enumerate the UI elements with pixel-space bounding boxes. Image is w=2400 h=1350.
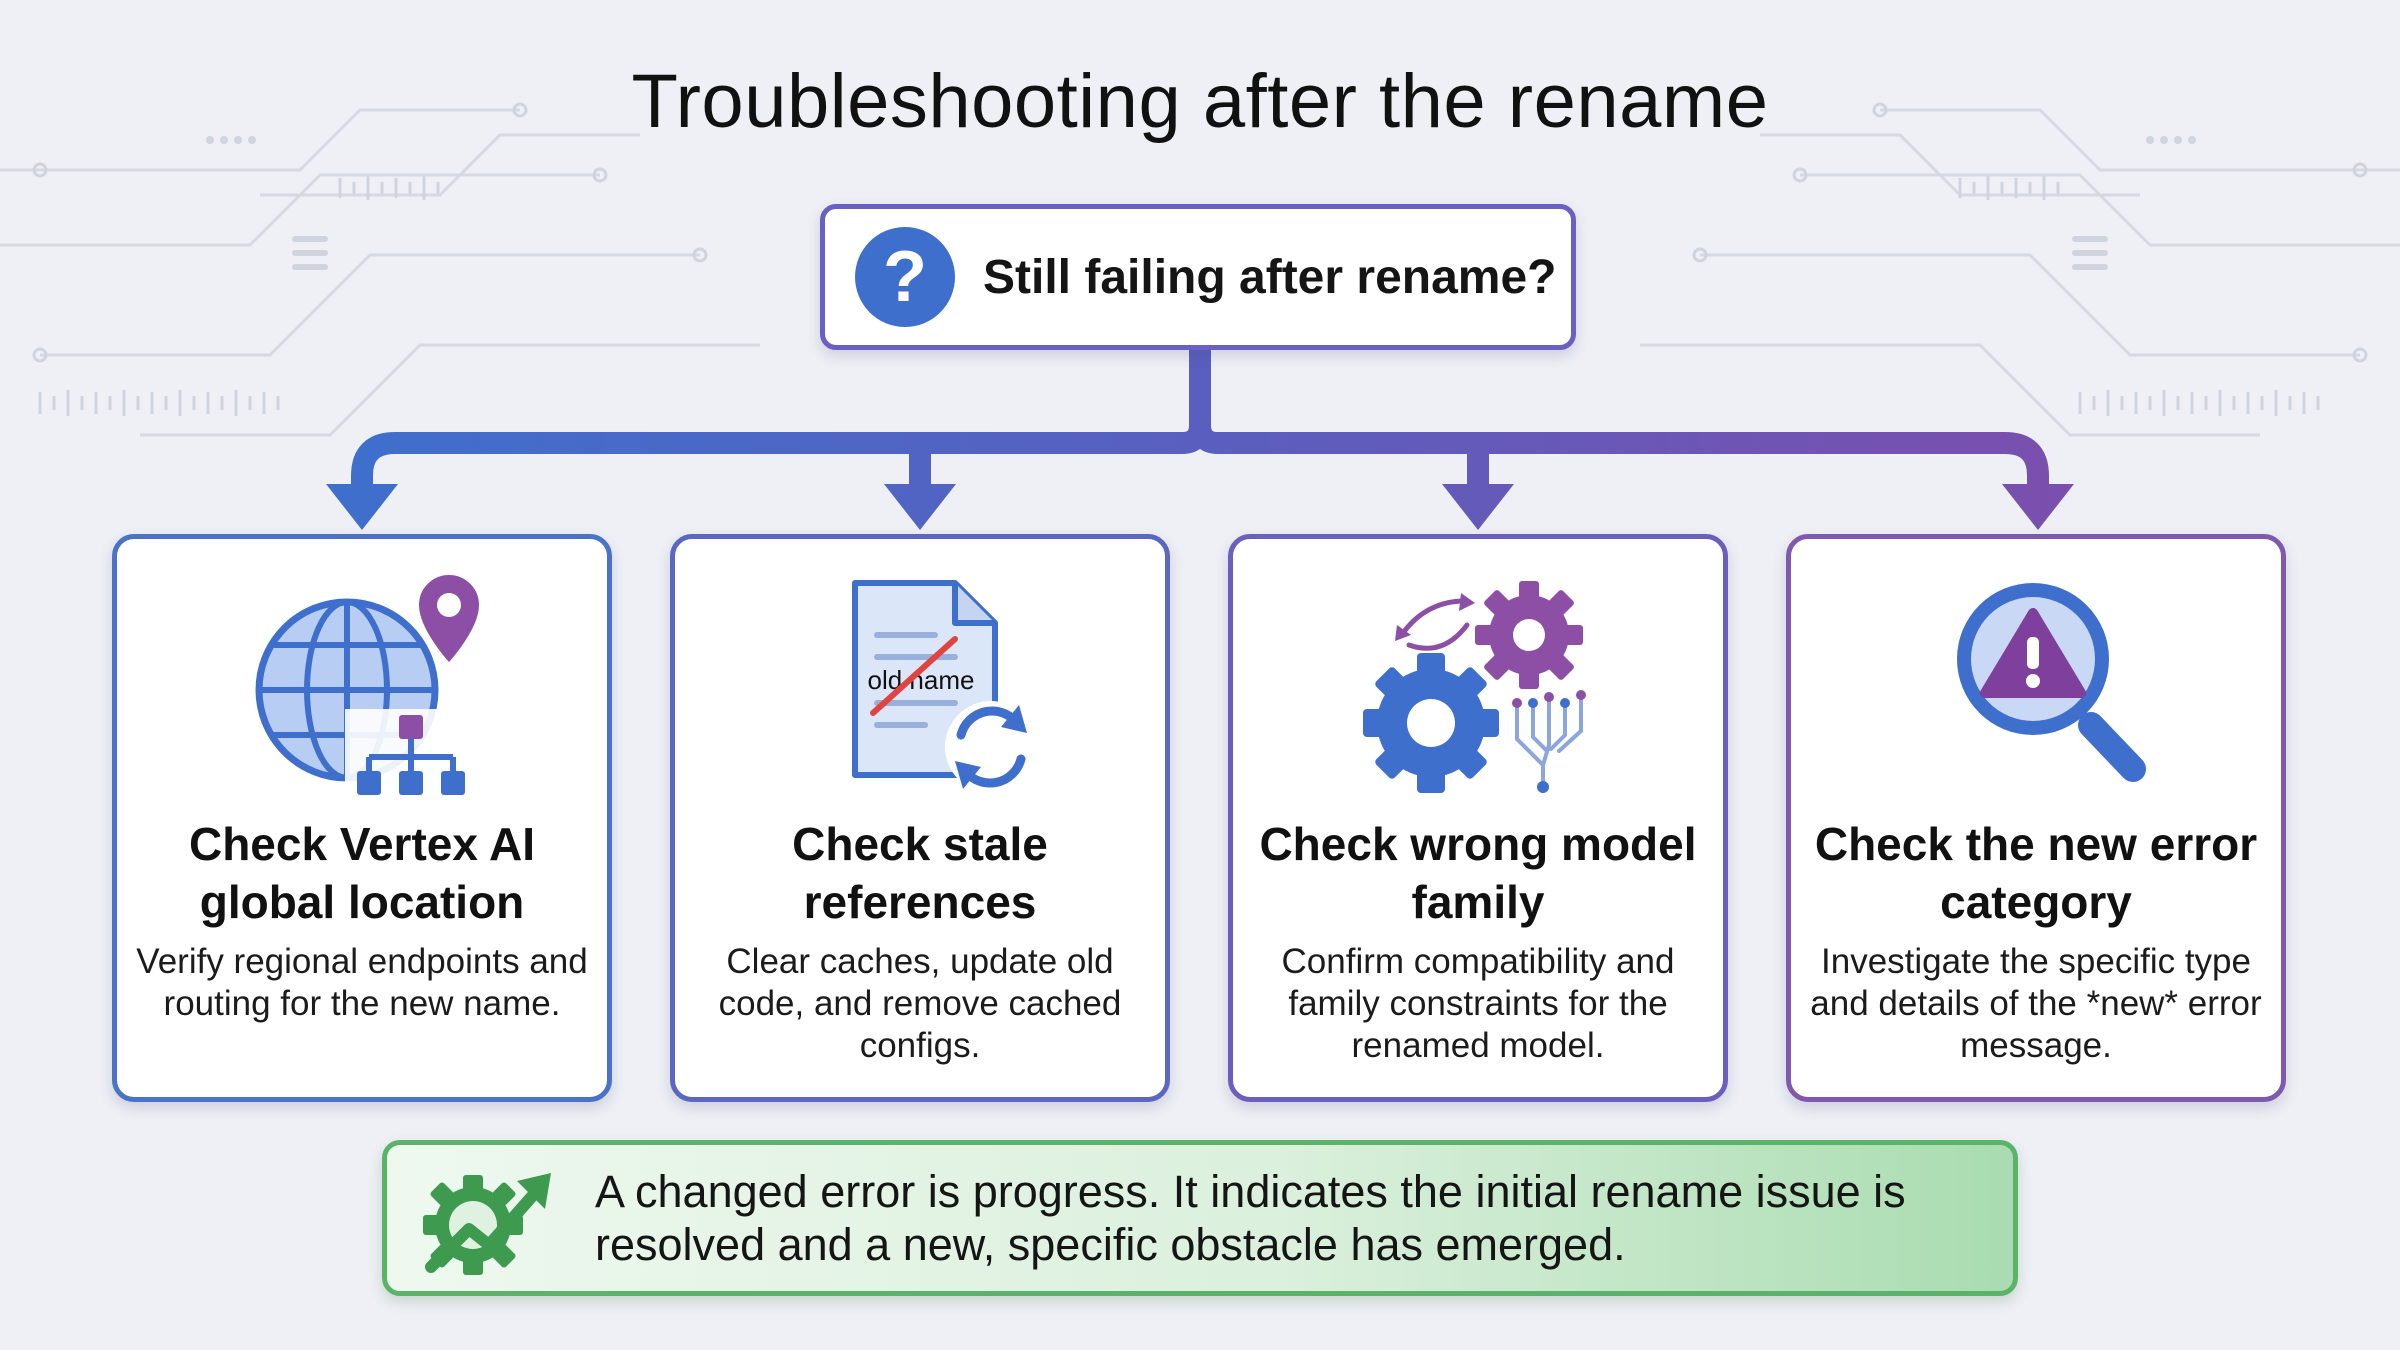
gears-network-icon bbox=[1363, 581, 1586, 793]
card-vertex-location: Check Vertex AI global location Verify r… bbox=[112, 534, 612, 1102]
card-title: Check wrong model family bbox=[1259, 818, 1697, 928]
card-new-error-category: Check the new error category Investigate… bbox=[1786, 534, 2286, 1102]
card-description: Verify regional endpoints and routing fo… bbox=[136, 942, 588, 1023]
card-title: Check the new error category bbox=[1814, 818, 2258, 928]
document-refresh-icon: old name bbox=[852, 580, 1037, 793]
card-description: Clear caches, update old code, and remov… bbox=[718, 942, 1122, 1065]
globe-location-network-icon bbox=[255, 575, 484, 805]
gear-trend-up-icon bbox=[423, 1173, 551, 1275]
large-gear-icon bbox=[1363, 653, 1499, 793]
question-text: Still failing after rename? bbox=[983, 250, 1557, 304]
card-description: Confirm compatibility and family constra… bbox=[1281, 942, 1675, 1065]
page-title: Troubleshooting after the rename bbox=[631, 59, 1769, 144]
progress-note: A changed error is progress. It indicate… bbox=[382, 1140, 2018, 1296]
card-title: Check Vertex AI global location bbox=[188, 818, 536, 928]
magnifier-warning-icon bbox=[1957, 583, 2146, 782]
small-gear-icon bbox=[1475, 581, 1583, 689]
note-text: A changed error is progress. It indicate… bbox=[595, 1166, 1906, 1270]
question-box: ? Still failing after rename? bbox=[820, 204, 1576, 350]
question-circle-icon: ? bbox=[855, 227, 955, 327]
card-stale-references: old name Check stale references Clear ca… bbox=[670, 534, 1170, 1102]
card-description: Investigate the specific type and detail… bbox=[1810, 942, 2262, 1065]
card-title: Check stale references bbox=[792, 818, 1048, 928]
card-model-family: Check wrong model family Confirm compati… bbox=[1228, 534, 1728, 1102]
